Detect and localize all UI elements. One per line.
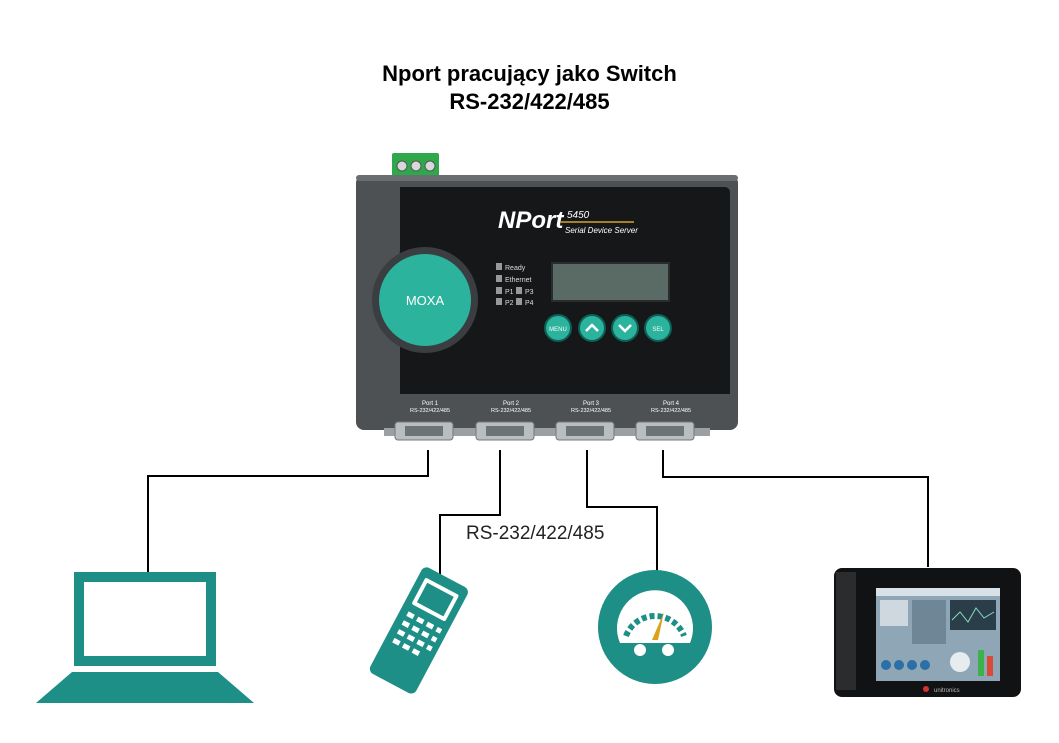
port2-name: Port 2 bbox=[503, 401, 520, 407]
gauge-icon bbox=[598, 570, 712, 684]
port-labels: Port 1 RS-232/422/485 Port 2 RS-232/422/… bbox=[410, 401, 691, 414]
connection-lines bbox=[147, 450, 929, 583]
connection-label: RS-232/422/485 bbox=[466, 523, 605, 544]
product-model: 5450 bbox=[567, 210, 590, 221]
status-leds: Ready Ethernet P1 P3 P2 P4 bbox=[496, 263, 534, 307]
led-ready-label: Ready bbox=[505, 265, 526, 272]
down-button bbox=[611, 314, 639, 342]
control-buttons: MENU SEL bbox=[544, 314, 672, 342]
sel-button-label: SEL bbox=[652, 327, 664, 333]
chevron-up-icon bbox=[585, 323, 599, 332]
port1-type: RS-232/422/485 bbox=[410, 408, 450, 414]
laptop-icon bbox=[36, 572, 254, 703]
lcd-display bbox=[551, 262, 670, 302]
led-p3-label: P3 bbox=[525, 289, 534, 296]
up-button bbox=[578, 314, 606, 342]
menu-button-label: MENU bbox=[549, 327, 567, 333]
led-ethernet-label: Ethernet bbox=[505, 277, 532, 284]
hmi-brand-label: unitronics bbox=[934, 688, 960, 694]
diagram-title-line1: Nport pracujący jako Switch bbox=[382, 61, 677, 86]
db9-connectors bbox=[384, 421, 710, 441]
moxa-logo-text: MOXA bbox=[406, 293, 445, 308]
chevron-down-icon bbox=[618, 324, 632, 333]
port1-name: Port 1 bbox=[422, 401, 439, 407]
nport-device: MOXA NPort 5450 Serial Device Server Rea… bbox=[356, 175, 738, 441]
line-port2-terminal bbox=[439, 450, 501, 583]
line-port1-laptop bbox=[147, 450, 429, 572]
diagram-title-line2: RS-232/422/485 bbox=[449, 89, 610, 114]
led-p1-label: P1 bbox=[505, 289, 514, 296]
line-port4-hmi bbox=[662, 450, 929, 567]
power-terminal-block bbox=[392, 153, 439, 179]
port2-type: RS-232/422/485 bbox=[491, 408, 531, 414]
handheld-terminal-icon bbox=[369, 567, 468, 694]
line-port3-gauge bbox=[586, 450, 658, 572]
led-p4-label: P4 bbox=[525, 300, 534, 307]
product-subtitle: Serial Device Server bbox=[565, 226, 638, 235]
port3-name: Port 3 bbox=[583, 401, 600, 407]
led-p2-label: P2 bbox=[505, 300, 514, 307]
product-name: NPort bbox=[498, 207, 564, 234]
port4-type: RS-232/422/485 bbox=[651, 408, 691, 414]
port3-type: RS-232/422/485 bbox=[571, 408, 611, 414]
port4-name: Port 4 bbox=[663, 401, 680, 407]
hmi-panel-icon: unitronics bbox=[834, 568, 1021, 697]
